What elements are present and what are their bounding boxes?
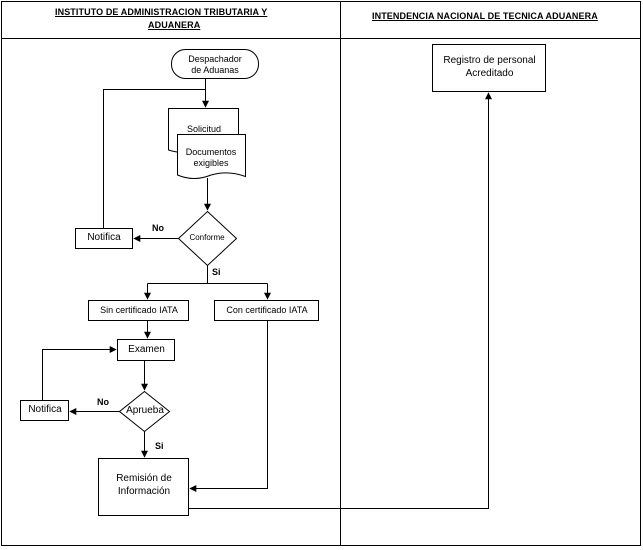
notifica-2-label: Notifica xyxy=(28,404,62,415)
con-certificado-box[interactable] xyxy=(214,300,319,321)
sin-certificado-box[interactable] xyxy=(88,300,189,321)
despachador-terminator[interactable] xyxy=(171,49,259,79)
left-lane-title-line1: INSTITUTO DE ADMINISTRACION TRIBUTARIA Y xyxy=(55,7,268,17)
conforme-si-label: Si xyxy=(212,267,221,277)
edge-remision-registro xyxy=(188,92,492,509)
edge-con-remision xyxy=(189,320,268,492)
aprueba-no-label: No xyxy=(97,397,109,407)
documentos-document[interactable] xyxy=(177,134,246,179)
despachador-label-line1: Despachador xyxy=(188,54,242,64)
left-lane-title-line2: ADUANERA xyxy=(148,20,201,30)
conforme-no-label: No xyxy=(152,223,164,233)
documentos-label-line2: exigibles xyxy=(193,158,229,168)
remision-label-line1: Remisión de xyxy=(116,473,172,484)
solicitud-label: Solicitud xyxy=(186,124,222,134)
aprueba-si-label: Si xyxy=(155,441,164,451)
despachador-label-line2: de Aduanas xyxy=(191,65,239,75)
registro-label-line2: Acreditado xyxy=(465,68,514,79)
edge-notifica-loop xyxy=(103,89,206,229)
sin-certificado-label: Sin certificado IATA xyxy=(100,305,178,315)
conforme-label: Conforme xyxy=(189,233,225,242)
remision-box[interactable] xyxy=(98,458,189,516)
remision-label-line2: Información xyxy=(117,486,171,497)
registro-box[interactable] xyxy=(432,44,546,92)
aprueba-label: Aprueba xyxy=(126,405,164,416)
notifica-1-label: Notifica xyxy=(87,232,121,243)
edge-notifica2-loop xyxy=(42,346,117,401)
right-lane-title: INTENDENCIA NACIONAL DE TECNICA ADUANERA xyxy=(372,11,598,21)
documentos-label-line1: Documentos xyxy=(185,147,237,157)
examen-label: Examen xyxy=(128,344,165,355)
examen-box[interactable] xyxy=(117,339,175,361)
notifica-2-box[interactable] xyxy=(20,400,69,421)
con-certificado-label: Con certificado IATA xyxy=(226,305,308,315)
registro-label-line1: Registro de personal xyxy=(443,55,536,66)
connectors xyxy=(42,78,492,509)
